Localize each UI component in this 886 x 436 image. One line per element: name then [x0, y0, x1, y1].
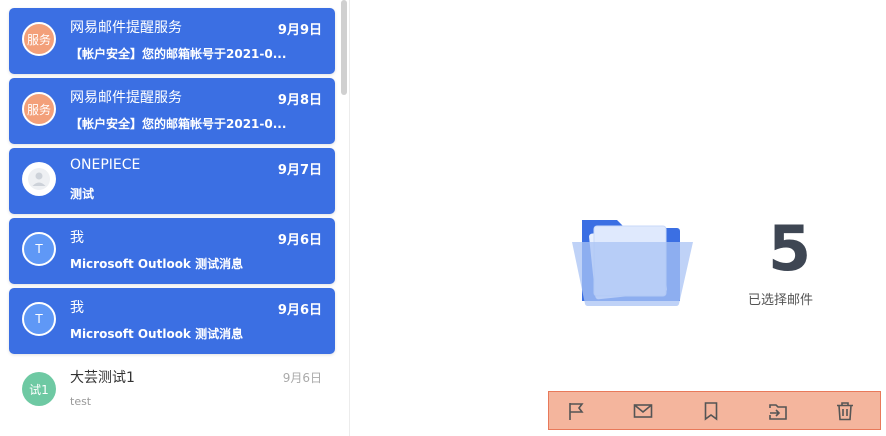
delete-button[interactable]	[826, 392, 864, 430]
mail-item[interactable]: 试1 大芸测试1 9月6日 test	[9, 358, 335, 424]
mail-date: 9月9日	[277, 23, 322, 38]
mail-preview: 【帐户安全】您的邮箱帐号于2021-0...	[70, 47, 287, 61]
mail-preview: 测试	[70, 187, 95, 201]
mail-icon	[633, 404, 653, 418]
mail-sender: 大芸测试1	[70, 370, 135, 386]
mail-date: 9月6日	[277, 233, 322, 248]
mark-read-button[interactable]	[624, 392, 662, 430]
mail-item[interactable]: T 我 9月6日 Microsoft Outlook 测试消息	[9, 218, 335, 284]
folder-icon	[572, 220, 693, 307]
mail-sender: 我	[70, 300, 84, 316]
flag-icon	[569, 403, 584, 420]
flag-button[interactable]	[557, 392, 595, 430]
mail-item[interactable]: 服务 网易邮件提醒服务 9月8日 【帐户安全】您的邮箱帐号于2021-0...	[9, 78, 335, 144]
mail-date: 9月7日	[277, 163, 322, 178]
mail-sender: 网易邮件提醒服务	[70, 90, 182, 106]
avatar: T	[22, 302, 56, 336]
mail-sender: 我	[70, 230, 84, 246]
selected-count-label: 已选择邮件	[748, 293, 814, 308]
mail-date: 9月6日	[282, 371, 322, 385]
move-button[interactable]	[759, 392, 797, 430]
mail-sender: ONEPIECE	[70, 157, 141, 173]
list-scrollbar[interactable]	[341, 0, 347, 95]
mail-item[interactable]: T 我 9月6日 Microsoft Outlook 测试消息	[9, 288, 335, 354]
selected-count: 5	[768, 212, 812, 285]
mail-preview: 【帐户安全】您的邮箱帐号于2021-0...	[70, 117, 287, 131]
mail-list: 服务 网易邮件提醒服务 9月9日 【帐户安全】您的邮箱帐号于2021-0... …	[0, 0, 350, 436]
user-icon	[28, 168, 50, 190]
mail-sender: 网易邮件提醒服务	[70, 20, 182, 36]
mail-preview: Microsoft Outlook 测试消息	[70, 327, 244, 341]
avatar: T	[22, 232, 56, 266]
mail-preview: test	[70, 395, 92, 408]
mail-date: 9月8日	[277, 93, 322, 108]
mail-item[interactable]: ONEPIECE 9月7日 测试	[9, 148, 335, 214]
mail-preview: Microsoft Outlook 测试消息	[70, 257, 244, 271]
bookmark-button[interactable]	[692, 392, 730, 430]
bulk-action-toolbar	[548, 391, 881, 430]
mail-item[interactable]: 服务 网易邮件提醒服务 9月9日 【帐户安全】您的邮箱帐号于2021-0...	[9, 8, 335, 74]
trash-icon	[837, 402, 853, 421]
avatar: 试1	[22, 372, 56, 406]
avatar	[22, 162, 56, 196]
mail-date: 9月6日	[277, 303, 322, 318]
move-icon	[769, 404, 787, 420]
avatar: 服务	[22, 92, 56, 126]
avatar: 服务	[22, 22, 56, 56]
bookmark-icon	[704, 402, 718, 421]
